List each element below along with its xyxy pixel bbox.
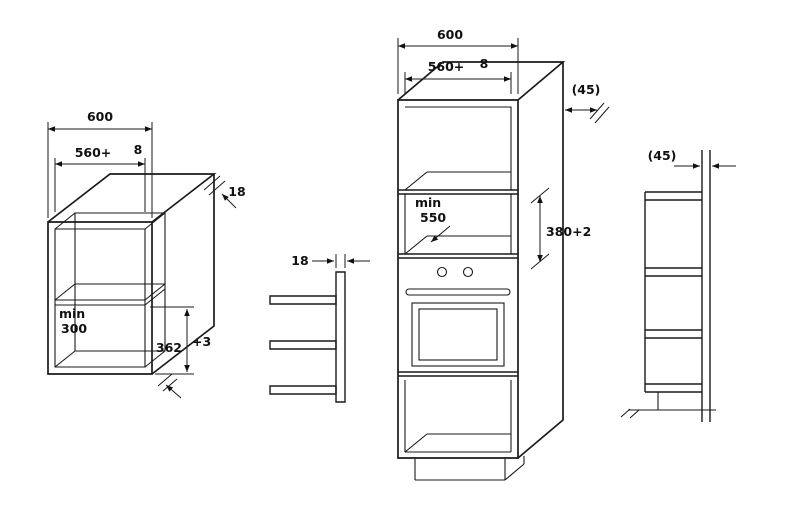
right-cabinet-bottom-panel — [645, 383, 702, 393]
middle-dim-18-extensions — [335, 254, 346, 268]
oven-door-window — [418, 308, 498, 361]
oven-door — [411, 302, 505, 367]
tall-dim-45-label: (45) — [572, 82, 601, 97]
middle-dim-18-label: 18 — [291, 253, 308, 268]
tall-dim-560-tolerance-label: 8 — [480, 56, 489, 71]
oven-handle — [405, 288, 511, 296]
left-bottom-arrow — [165, 384, 182, 399]
left-dim-560-label: 560+ — [75, 145, 112, 160]
left-dim-600-extensions — [47, 122, 153, 218]
tall-cabinet-front-face — [397, 99, 519, 459]
left-cabinet-shelf — [54, 283, 166, 306]
right-dim-45-label: (45) — [648, 148, 677, 163]
tall-dim-560-label: 560+ — [428, 59, 465, 74]
left-dim-18-ticks — [203, 175, 226, 196]
left-min-label: min — [59, 306, 85, 321]
middle-panel — [335, 271, 346, 403]
left-bottom-ticks — [157, 373, 178, 392]
tall-cabinet-view: 600 560+ 8 (45) min 550 380+2 — [397, 27, 610, 481]
left-min-value: 300 — [61, 321, 87, 336]
right-floor-hatches — [620, 408, 640, 419]
tall-bottom-compartment — [404, 380, 512, 453]
left-dim-18-arrow — [221, 193, 237, 209]
middle-panel-view: 18 — [269, 253, 370, 403]
left-cabinet-inner-opening — [54, 228, 146, 368]
tall-cabinet-plinth — [414, 456, 525, 481]
right-cabinet-shelf-lower — [645, 329, 702, 339]
right-cabinet-top-panel — [645, 191, 702, 201]
middle-shelf-center — [269, 340, 337, 350]
tall-cabinet-right-face — [517, 62, 564, 459]
left-cabinet-depth-edges — [54, 212, 166, 368]
left-dim-560-tolerance-label: 8 — [134, 142, 143, 157]
left-dim-362-extensions — [150, 306, 194, 375]
left-dim-362-label: 362 — [156, 340, 182, 355]
tall-min-label: min — [415, 195, 441, 210]
right-cabinet-shelf-upper — [645, 267, 702, 277]
left-cabinet-view: 600 560+ 8 18 min 300 362 +3 — [47, 109, 246, 399]
tall-niche-interior — [404, 194, 512, 255]
tall-dim-600-label: 600 — [437, 27, 463, 42]
tall-dim-380-label: 380+2 — [546, 224, 591, 239]
left-dim-560-extensions — [54, 158, 146, 212]
right-wall-panel — [701, 150, 711, 422]
left-dim-600-label: 600 — [87, 109, 113, 124]
tall-min-value: 550 — [420, 210, 446, 225]
oven-knob-left — [436, 266, 448, 278]
left-dim-362-tolerance-label: +3 — [192, 334, 211, 349]
oven-knob-right — [462, 266, 474, 278]
left-cabinet-right-face — [151, 174, 215, 375]
right-panel-view: (45) — [620, 148, 736, 422]
middle-shelf-bottom — [269, 385, 337, 395]
tall-dim-560-extensions — [404, 72, 512, 94]
tall-cabinet-dividers — [398, 189, 518, 377]
middle-shelf-top — [269, 295, 337, 305]
tall-top-compartment — [404, 106, 512, 191]
left-cabinet-top-face — [47, 173, 217, 223]
tall-dim-45-ticks — [589, 102, 610, 124]
left-dim-18-label: 18 — [228, 184, 245, 199]
tall-min-arrow — [430, 225, 451, 243]
